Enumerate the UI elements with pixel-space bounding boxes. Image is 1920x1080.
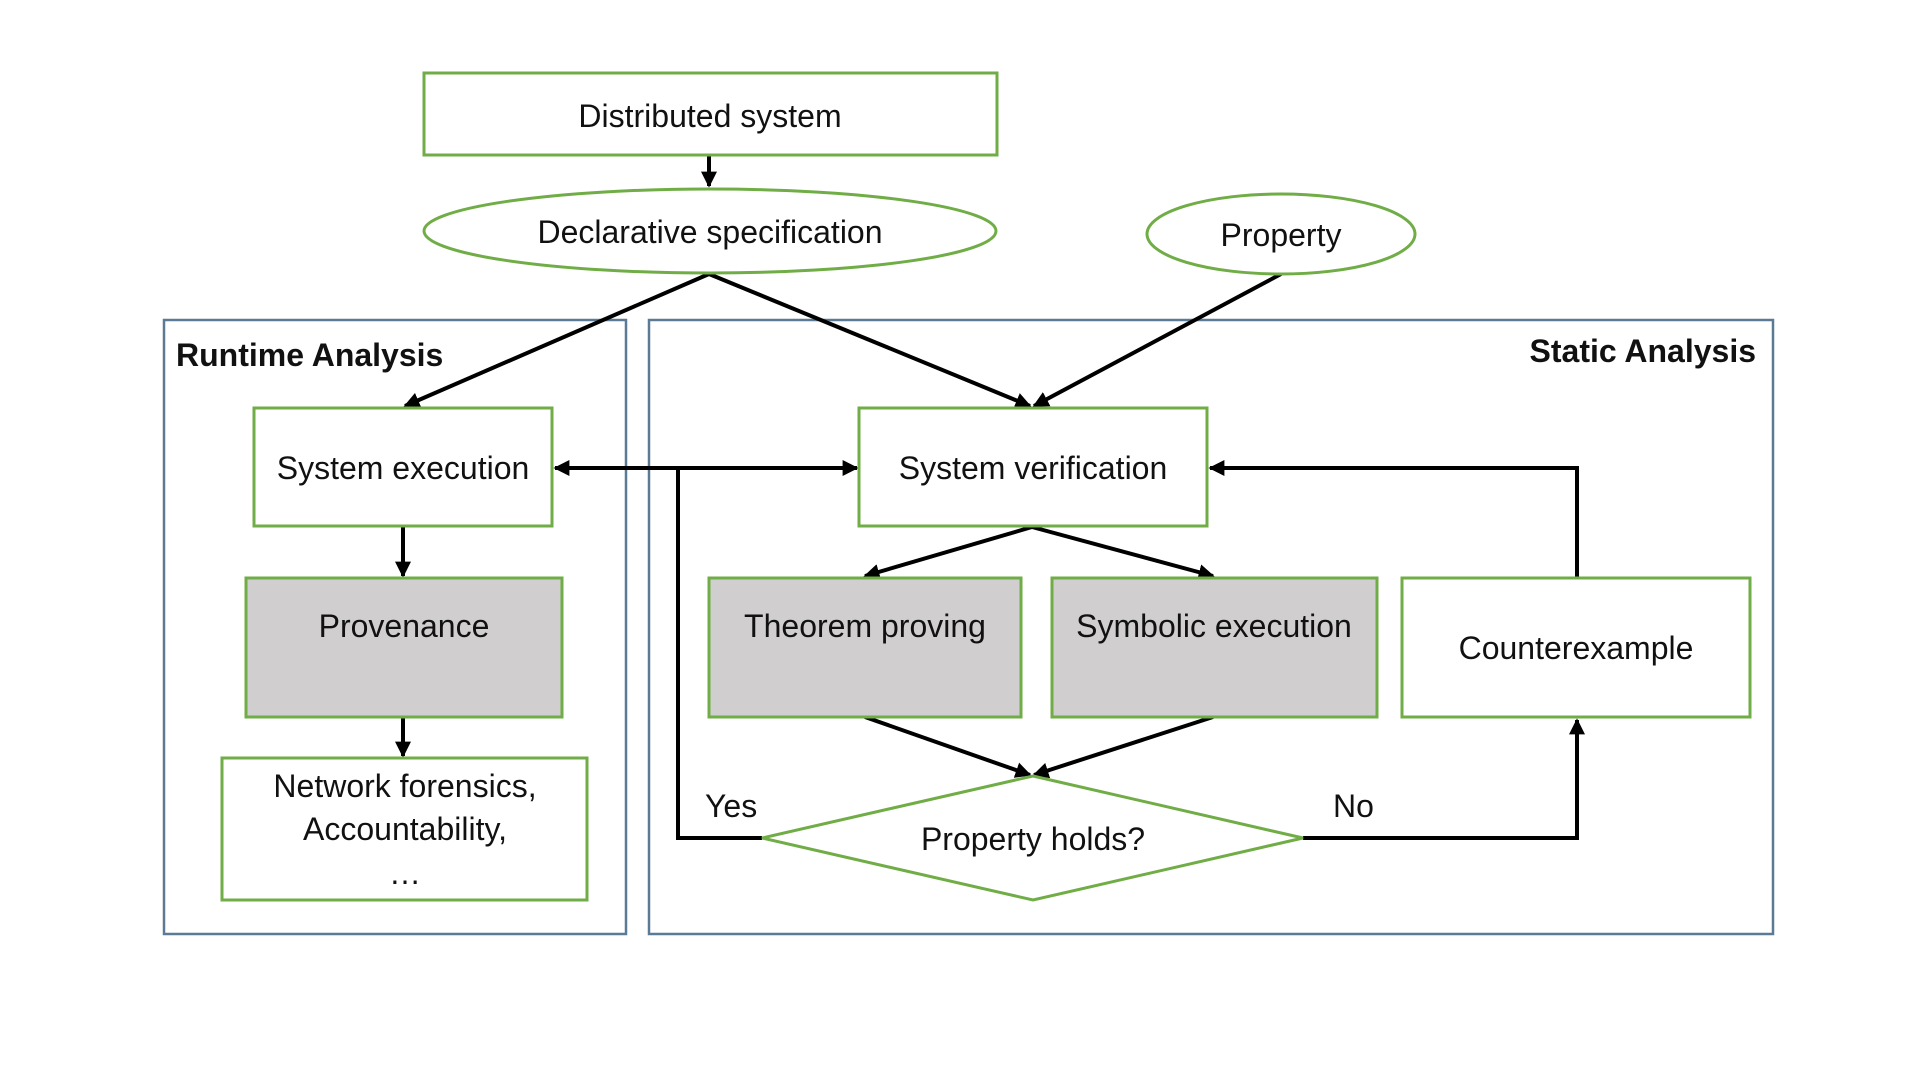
- node-property-holds-decision: Property holds?: [761, 774, 1304, 902]
- theorem-proving-label: Theorem proving: [744, 608, 986, 644]
- node-provenance: Provenance: [244, 576, 564, 719]
- edge-verification-to-theorem: [863, 525, 1033, 580]
- system-execution-label: System execution: [277, 450, 530, 486]
- forensics-line-2: Accountability,: [303, 811, 507, 847]
- node-network-forensics: Network forensics, Accountability, …: [220, 756, 589, 902]
- node-symbolic-execution: Symbolic execution: [1050, 576, 1379, 719]
- declarative-specification-label: Declarative specification: [537, 214, 882, 250]
- symbolic-execution-label: Symbolic execution: [1076, 608, 1352, 644]
- edge-yes-branch: [676, 468, 762, 840]
- node-system-verification: System verification: [857, 406, 1209, 528]
- edge-theorem-to-decision: [864, 715, 1032, 778]
- runtime-analysis-title: Runtime Analysis: [176, 337, 443, 373]
- runtime-analysis-region: Runtime Analysis: [162, 318, 628, 936]
- static-analysis-region: Static Analysis: [647, 318, 1775, 936]
- edge-spec-to-execution: [403, 272, 710, 408]
- edge-spec-to-verification: [708, 272, 1032, 408]
- node-distributed-system: Distributed system: [422, 71, 999, 157]
- provenance-label: Provenance: [319, 608, 490, 644]
- system-verification-label: System verification: [899, 450, 1168, 486]
- edge-no-to-counterexample: [1303, 718, 1585, 840]
- node-declarative-specification: Declarative specification: [422, 187, 998, 275]
- node-property: Property: [1145, 192, 1417, 276]
- forensics-line-3: …: [389, 855, 421, 891]
- edge-verification-to-symbolic: [1031, 525, 1215, 580]
- edges: [395, 155, 1585, 840]
- node-counterexample: Counterexample: [1400, 576, 1752, 719]
- yes-label: Yes: [705, 788, 757, 824]
- node-system-execution: System execution: [252, 406, 554, 528]
- forensics-line-1: Network forensics,: [273, 768, 536, 804]
- property-holds-label: Property holds?: [921, 821, 1145, 857]
- edge-symbolic-to-decision: [1032, 715, 1214, 779]
- property-label: Property: [1221, 217, 1342, 253]
- node-theorem-proving: Theorem proving: [707, 576, 1023, 719]
- distributed-system-label: Distributed system: [578, 98, 841, 134]
- static-analysis-title: Static Analysis: [1530, 333, 1756, 369]
- no-label: No: [1333, 788, 1374, 824]
- edge-counterexample-to-verification: [1208, 460, 1579, 577]
- counterexample-label: Counterexample: [1459, 630, 1694, 666]
- edge-property-to-verification: [1032, 272, 1282, 408]
